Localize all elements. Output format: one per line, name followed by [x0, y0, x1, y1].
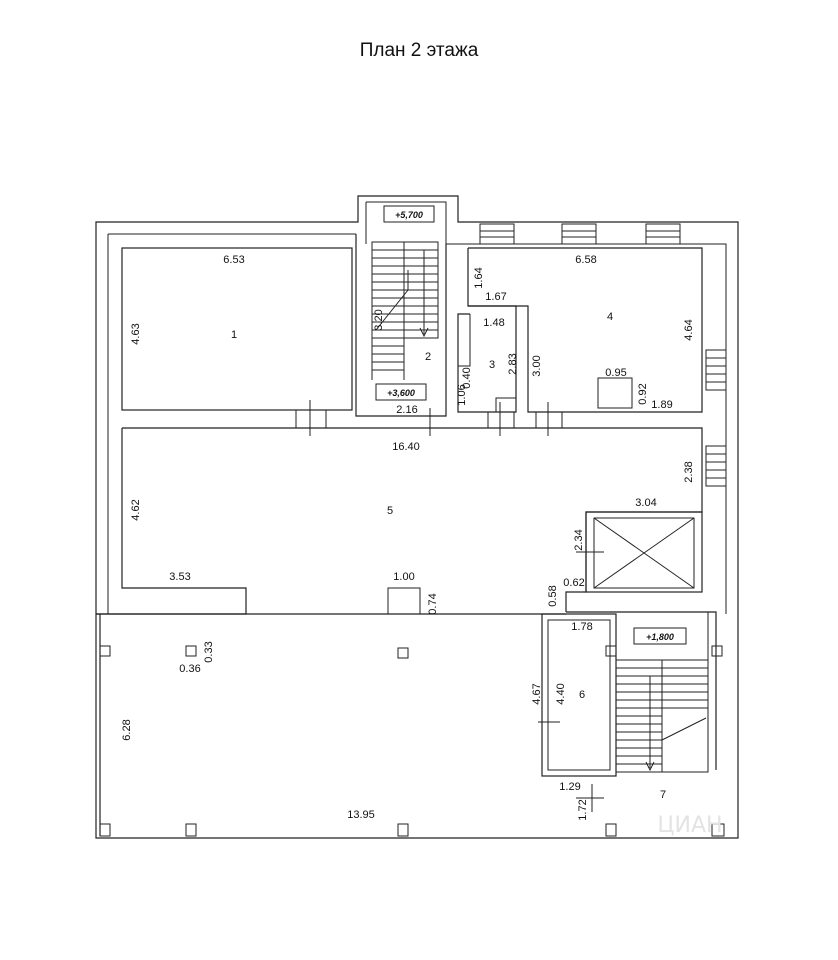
room-4-outline [468, 247, 703, 413]
room-5-outline [96, 427, 703, 615]
dim-1-67: 1.67 [485, 291, 506, 303]
room-label-4: 4 [607, 311, 613, 323]
stair-flight-2 [371, 241, 439, 380]
dim-6-58: 6.58 [575, 254, 596, 266]
level-box-mid [375, 383, 427, 401]
door-room-1 [295, 400, 327, 436]
stair-shaft-top [365, 201, 447, 244]
dim-4-63: 4.63 [130, 323, 142, 344]
room-label-2: 2 [425, 351, 431, 363]
shaft [576, 511, 703, 593]
dim-2-34: 2.34 [573, 529, 585, 550]
room-1-outline [121, 247, 353, 411]
dim-2-16: 2.16 [396, 404, 417, 416]
level-top: +5,700 [395, 210, 423, 220]
level-box-lower [633, 627, 687, 645]
inner-wall-north-east [446, 243, 727, 350]
dim-4-64: 4.64 [683, 319, 695, 340]
dim-0-92: 0.92 [637, 383, 649, 404]
dim-1-72: 1.72 [577, 799, 589, 820]
dim-1-29: 1.29 [559, 781, 580, 793]
room-label-1: 1 [231, 329, 237, 341]
plan-title: План 2 этажа [359, 40, 479, 61]
room-label-5: 5 [387, 505, 393, 517]
dim-1-48: 1.48 [483, 317, 504, 329]
level-lower: +1,800 [646, 632, 674, 642]
dim-3-53: 3.53 [169, 571, 190, 583]
room-label-3: 3 [489, 359, 495, 371]
dim-0-74: 0.74 [427, 593, 439, 614]
door-room-4 [535, 402, 563, 436]
dim-3-04: 3.04 [635, 497, 656, 509]
dim-6-28: 6.28 [121, 719, 133, 740]
room-label-6: 6 [579, 689, 585, 701]
column-small-2 [185, 645, 197, 657]
dim-0-33: 0.33 [203, 641, 215, 662]
dim-4-67: 4.67 [531, 683, 543, 704]
column-small-1 [397, 647, 409, 659]
dim-6-53: 6.53 [223, 254, 244, 266]
stairwell-2-outline [355, 234, 447, 417]
level-box-top [383, 205, 435, 223]
watermark-logo: ЦИАН [657, 813, 722, 838]
perimeter-columns [99, 645, 725, 837]
dim-0-58: 0.58 [547, 585, 559, 606]
door-room-7 [576, 784, 604, 812]
dim-3-00: 3.00 [531, 355, 543, 376]
east-steps-lower [705, 445, 727, 487]
dim-13-95: 13.95 [347, 809, 375, 821]
dim-0-36: 0.36 [179, 663, 200, 675]
room-6-inner [547, 619, 611, 771]
dim-2-38: 2.38 [683, 461, 695, 482]
column-room-4 [597, 377, 633, 409]
dim-16-40: 16.40 [392, 441, 420, 453]
dim-0-62: 0.62 [563, 577, 584, 589]
dim-0-40: 0.40 [461, 367, 473, 388]
dim-3-20: 3.20 [373, 309, 385, 330]
dim-1-78: 1.78 [571, 621, 592, 633]
dim-1-00: 1.00 [393, 571, 414, 583]
dim-1-89: 1.89 [651, 399, 672, 411]
room-label-7: 7 [660, 789, 666, 801]
dim-2-83: 2.83 [507, 353, 519, 374]
dim-0-95: 0.95 [605, 367, 626, 379]
outer-wall [95, 195, 739, 839]
level-mid: +3,600 [387, 388, 415, 398]
door-room-3 [487, 402, 515, 436]
dim-1-06: 1.06 [456, 384, 468, 405]
window-group-north [479, 223, 681, 245]
column-center [387, 587, 421, 615]
dim-1-64: 1.64 [473, 267, 485, 288]
dim-4-40: 4.40 [555, 683, 567, 704]
room-3-inner [458, 314, 516, 412]
stair-flight-7 [615, 612, 709, 773]
dim-4-62: 4.62 [130, 499, 142, 520]
east-steps-upper [705, 349, 727, 391]
